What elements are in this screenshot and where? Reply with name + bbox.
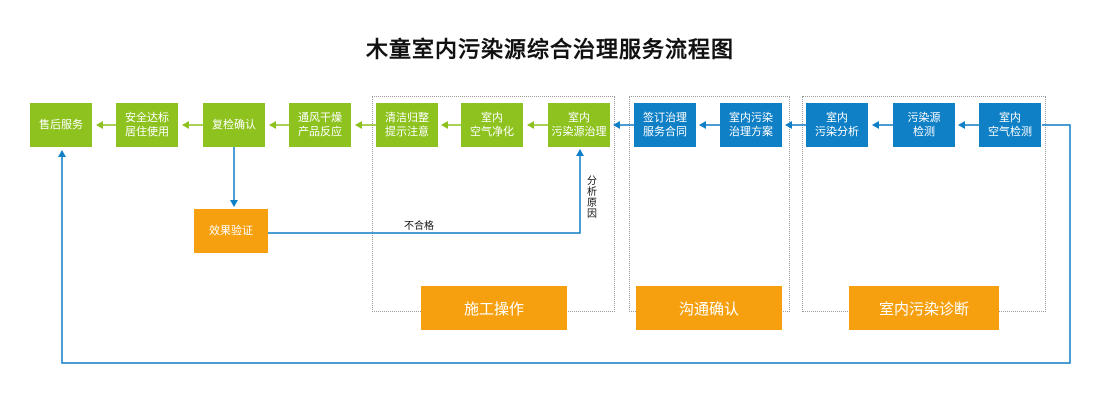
node-source-detect: 污染源 检测 [893,103,955,147]
node-sign-contract: 签订治理 服务合同 [634,103,696,147]
node-plan: 室内污染 治理方案 [720,103,782,147]
node-clean: 清洁归整 提示注意 [376,103,438,147]
node-ventilate: 通风干燥 产品反应 [289,103,351,147]
stage-communication: 沟通确认 [636,286,782,330]
node-verify: 效果验证 [194,209,268,253]
stage-construction: 施工操作 [421,286,567,330]
node-after-sales: 售后服务 [30,103,92,147]
arrow-outer-loop [58,124,1071,364]
node-air-detect: 室内 空气检测 [979,103,1041,147]
node-analysis: 室内 污染分析 [806,103,868,147]
arrow-fail-loop [268,149,584,234]
label-fail: 不合格 [404,221,434,232]
node-safe-living: 安全达标 居住使用 [116,103,178,147]
node-air-purify: 室内 空气净化 [461,103,523,147]
node-recheck: 复检确认 [203,103,265,147]
node-source-treat: 室内 污染源治理 [548,103,610,147]
stage-diagnosis: 室内污染诊断 [849,286,999,330]
label-analyze-cause: 分 析 原 因 [587,176,597,220]
page-title: 木童室内污染源综合治理服务流程图 [365,38,734,63]
